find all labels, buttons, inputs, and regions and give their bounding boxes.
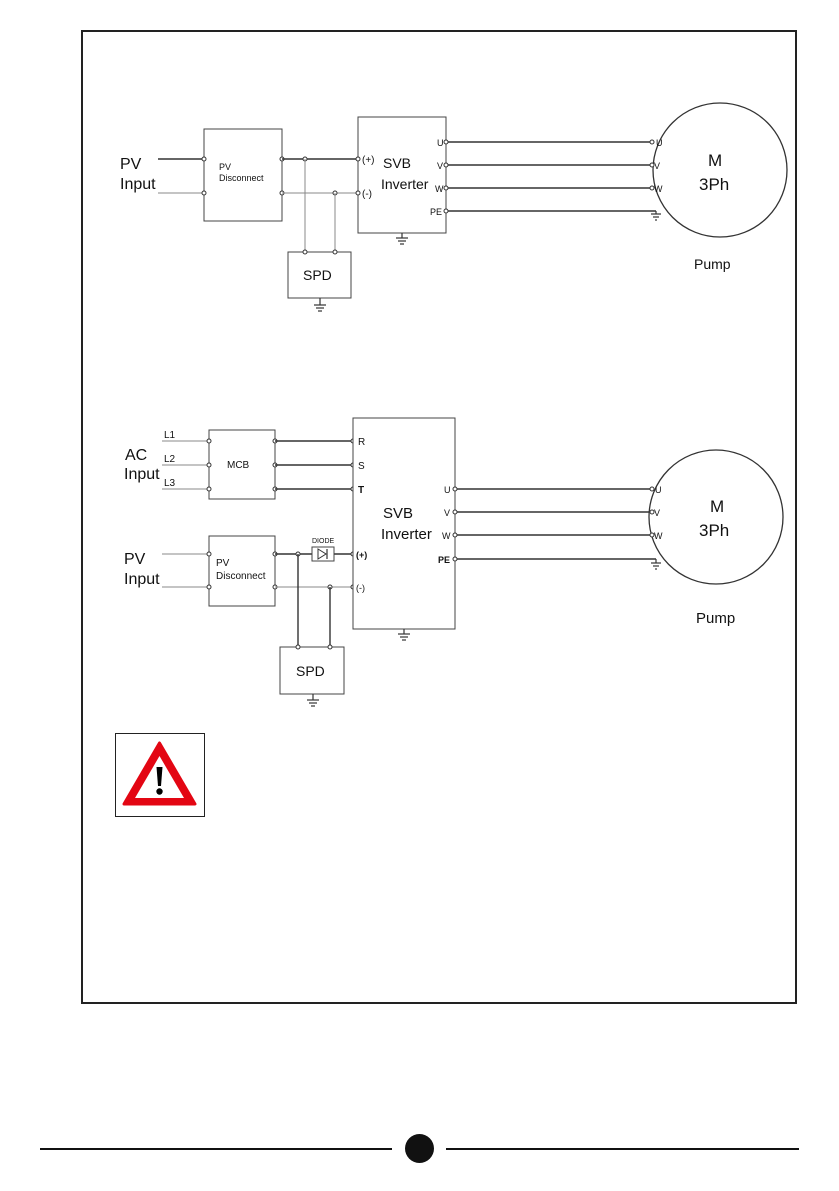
motor-v-1: V <box>654 161 660 171</box>
motor-v-2: V <box>654 508 660 518</box>
phase-l3: L3 <box>164 478 176 489</box>
ground-icon <box>314 298 326 311</box>
pv-input-label-1: PV <box>120 156 142 173</box>
footer-rule-right <box>446 1148 799 1150</box>
ac-input-label-2: Input <box>124 466 160 483</box>
motor-label-2a: M <box>710 497 724 516</box>
warning-box <box>115 733 205 817</box>
inverter-label-1a: SVB <box>383 155 411 171</box>
motor-u-1: U <box>656 138 663 148</box>
motor-circle-1 <box>653 103 787 237</box>
ground-icon <box>307 694 319 706</box>
ground-icon <box>651 559 661 569</box>
footer-rule-left <box>40 1148 392 1150</box>
ground-icon <box>398 629 410 640</box>
input-r: R <box>358 437 365 448</box>
motor-label-1b: 3Ph <box>699 175 729 194</box>
motor-label-2b: 3Ph <box>699 521 729 540</box>
inverter-label-1b: Inverter <box>381 176 429 192</box>
mcb-label: MCB <box>227 460 250 471</box>
page-marker <box>405 1134 434 1163</box>
output-pe-1: PE <box>430 207 442 217</box>
ground-icon <box>396 233 408 244</box>
output-pe-2: PE <box>438 555 450 565</box>
pv-disconnect-label-2a: PV <box>216 558 230 569</box>
output-v-1: V <box>437 161 443 171</box>
pump-label-1: Pump <box>694 256 731 272</box>
input-t: T <box>358 485 364 496</box>
minus-terminal-1: (-) <box>362 189 372 200</box>
pv-disconnect-label-1: PV <box>219 162 231 172</box>
phase-l2: L2 <box>164 454 176 465</box>
input-s: S <box>358 461 365 472</box>
output-u-1: U <box>437 138 444 148</box>
spd-label-1: SPD <box>303 267 332 283</box>
inverter-label-2a: SVB <box>383 505 413 522</box>
ground-icon <box>651 211 661 220</box>
pv-disconnect-label-2: Disconnect <box>219 173 264 183</box>
output-w-2: W <box>442 531 451 541</box>
warning-triangle-icon <box>116 734 203 815</box>
inverter-box-2 <box>353 418 455 629</box>
minus-terminal-2: (-) <box>356 583 365 593</box>
plus-terminal-2: (+) <box>356 550 367 560</box>
motor-label-1a: M <box>708 151 722 170</box>
output-v-2: V <box>444 508 450 518</box>
diagram-ac-pv: AC Input L1 L2 L3 MCB PV Input PV Discon… <box>124 418 783 706</box>
pv-disconnect-label-2b: Disconnect <box>216 571 266 582</box>
motor-w-2: W <box>654 531 663 541</box>
pump-label-2: Pump <box>696 610 735 627</box>
pv-input-label-2: Input <box>120 176 156 193</box>
diode-label: DIODE <box>312 538 335 545</box>
motor-circle-2 <box>649 450 783 584</box>
spd-label-2: SPD <box>296 663 325 679</box>
diagram-pv-only: PV Input PV Disconnect SPD <box>120 103 787 311</box>
pv-input-label-2a: PV <box>124 551 146 568</box>
output-w-1: W <box>435 184 444 194</box>
phase-l1: L1 <box>164 430 176 441</box>
ac-input-label-1: AC <box>125 447 147 464</box>
inverter-label-2b: Inverter <box>381 526 432 543</box>
output-u-2: U <box>444 485 451 495</box>
plus-terminal-1: (+) <box>362 155 375 166</box>
motor-w-1: W <box>654 184 663 194</box>
motor-u-2: U <box>655 485 662 495</box>
pv-input-label-2b: Input <box>124 571 160 588</box>
